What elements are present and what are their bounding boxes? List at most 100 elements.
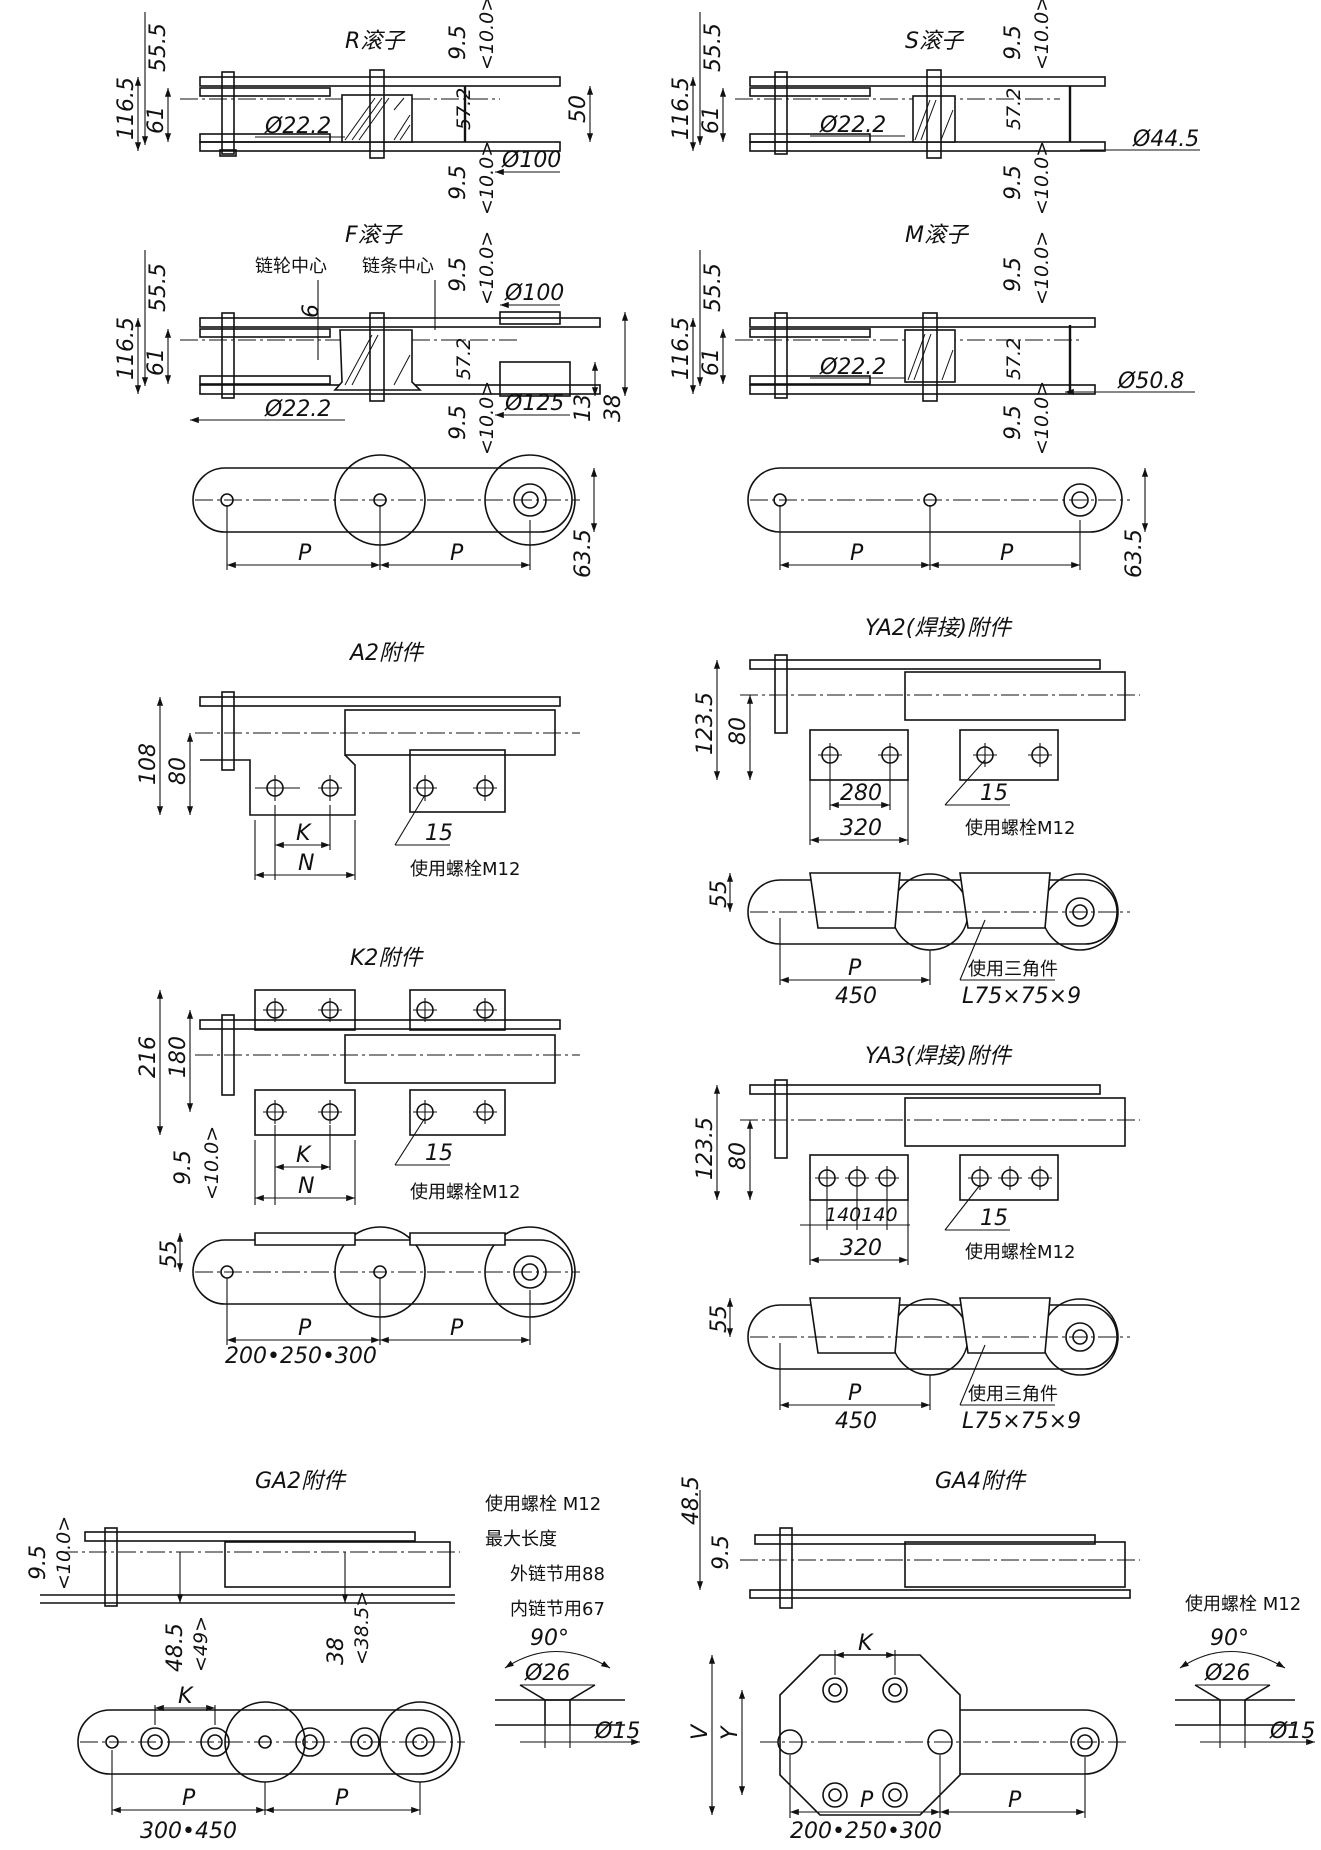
dim-55: 55 — [707, 1305, 732, 1333]
view-title: K2附件 — [350, 946, 424, 971]
view-f-roller: F滚子 链轮中心 链条中心 55.5 116.5 61 6 Ø22.2 9.5 … — [114, 223, 629, 455]
dim-pitch-value: 450 — [835, 984, 877, 1009]
dim-10-top: <10.0> — [476, 0, 498, 70]
dim-hole-15: 15 — [425, 821, 453, 846]
dim-48-5: 48.5 — [163, 1623, 188, 1672]
view-ga4-attachment: GA4附件 48.5 9.5 K V Y P P 200•250•30 — [679, 1469, 1315, 1844]
view-a2-attachment: A2附件 108 80 K N 15 使用螺栓M12 — [136, 641, 580, 880]
view-r-roller: R滚子 55.5 116.5 61 Ø22.2 9.5 <10.0> 57.2 … — [114, 0, 594, 215]
dim-49: <49> — [190, 1616, 212, 1672]
dim-38: 38 — [601, 394, 626, 422]
inner-plate-bottom — [199, 133, 331, 143]
detail-dia-26: Ø26 — [1204, 1661, 1250, 1686]
dim-pitch-values: 200•250•300 — [225, 1344, 377, 1369]
note-bolt: 使用螺栓 M12 — [485, 1494, 601, 1515]
dim-10-top: <10.0> — [1031, 0, 1053, 70]
label-sprocket-center: 链轮中心 — [255, 256, 327, 277]
countersink-detail: 90° Ø26 Ø15 — [1175, 1626, 1315, 1748]
dim-55: 55 — [707, 880, 732, 908]
dim-roller-dia: Ø100 — [501, 148, 561, 173]
dim-pitch-1: P — [860, 1788, 874, 1813]
dim-pitch-values: 300•450 — [140, 1819, 237, 1844]
detail-dia-26: Ø26 — [524, 1661, 570, 1686]
view-title: R滚子 — [345, 29, 406, 54]
roller-pin — [369, 69, 385, 159]
dim-61: 61 — [144, 348, 169, 376]
dim-pitch-1: P — [298, 541, 312, 566]
dim-hole-15: 15 — [980, 1206, 1008, 1231]
dim-pitch-1: P — [850, 541, 864, 566]
dim-216: 216 — [136, 1036, 161, 1078]
note-bolt: 使用螺栓M12 — [965, 818, 1075, 839]
view-title: YA3(焊接)附件 — [865, 1044, 1013, 1069]
dim-10-top: <10.0> — [476, 231, 498, 305]
dim-180: 180 — [166, 1036, 191, 1078]
inner-plate-top — [199, 87, 331, 97]
dim-pitch-2: P — [1000, 541, 1014, 566]
dim-pitch: P — [848, 1381, 862, 1406]
dim-10: <10.0> — [53, 1516, 75, 1590]
dim-55-5: 55.5 — [146, 23, 171, 72]
dim-10: <10.0> — [201, 1126, 223, 1200]
dim-116-5: 116.5 — [669, 77, 694, 140]
dim-pitch-2: P — [450, 541, 464, 566]
dim-123-5: 123.5 — [693, 692, 718, 755]
label-chain-center: 链条中心 — [362, 256, 434, 277]
dim-roller-dia: Ø44.5 — [1132, 127, 1199, 152]
dim-y: Y — [718, 1725, 743, 1740]
dim-pitch-1: P — [182, 1786, 196, 1811]
dim-9-5-top: 9.5 — [1001, 257, 1026, 292]
view-s-roller: S滚子 55.5 116.5 61 Ø22.2 9.5 <10.0> 57.2 … — [669, 0, 1200, 215]
dim-9-5-bottom: 9.5 — [1001, 165, 1026, 200]
view-title: S滚子 — [905, 29, 965, 54]
dim-38: 38 — [324, 1637, 349, 1665]
note-angle: 使用三角件 — [968, 1384, 1058, 1405]
dim-pin-dia: Ø22.2 — [264, 397, 331, 422]
dim-pitch-1: P — [298, 1316, 312, 1341]
dim-10-bottom: <10.0> — [1031, 141, 1053, 215]
dim-57-2: 57.2 — [1003, 88, 1025, 130]
dim-80: 80 — [166, 757, 191, 785]
dim-9-5-top: 9.5 — [446, 25, 471, 60]
note-bolt: 使用螺栓M12 — [410, 1182, 520, 1203]
dim-9-5: 9.5 — [26, 1545, 51, 1580]
dim-n: N — [298, 1174, 314, 1199]
view-title: M滚子 — [905, 223, 970, 248]
view-plan-left: P P 63.5 — [192, 454, 598, 578]
dim-9-5-bottom: 9.5 — [1001, 405, 1026, 440]
note-outer-link: 外链节用88 — [510, 1564, 605, 1585]
note-bolt: 使用螺栓 M12 — [1185, 1594, 1301, 1615]
dim-116-5: 116.5 — [114, 77, 139, 140]
view-m-roller: M滚子 55.5 116.5 61 Ø22.2 9.5 <10.0> 57.2 … — [669, 223, 1195, 455]
dim-61: 61 — [144, 106, 169, 134]
dim-9-5: 9.5 — [709, 1535, 734, 1570]
angle-spec: L75×75×9 — [962, 984, 1081, 1009]
view-plan-right: P P 63.5 — [747, 467, 1149, 578]
dim-10-bottom: <10.0> — [476, 381, 498, 455]
dim-55: 55 — [157, 1240, 182, 1268]
dim-55-5: 55.5 — [701, 263, 726, 312]
pin-nut — [219, 149, 237, 157]
view-title: F滚子 — [345, 223, 404, 248]
dim-pitch: P — [848, 956, 862, 981]
view-title: A2附件 — [348, 641, 425, 666]
note-angle: 使用三角件 — [968, 959, 1058, 980]
dim-116-5: 116.5 — [669, 317, 694, 380]
dim-9-5-bottom: 9.5 — [446, 165, 471, 200]
dim-hole-15: 15 — [980, 781, 1008, 806]
roller-section — [912, 95, 956, 143]
dim-pitch-2: P — [450, 1316, 464, 1341]
dim-9-5: 9.5 — [171, 1150, 196, 1185]
dim-10-top: <10.0> — [1031, 231, 1053, 305]
dim-50: 50 — [566, 95, 591, 123]
outer-plate-top — [199, 76, 561, 87]
dim-k: K — [296, 821, 312, 846]
dim-k: K — [858, 1631, 874, 1656]
dim-k: K — [178, 1684, 194, 1709]
note-max-length: 最大长度 — [485, 1529, 557, 1550]
dim-63-5: 63.5 — [571, 529, 596, 578]
view-title: GA2附件 — [255, 1469, 347, 1494]
detail-dia-15: Ø15 — [1269, 1719, 1315, 1744]
angle-spec: L75×75×9 — [962, 1409, 1081, 1434]
dim-280: 280 — [840, 781, 882, 806]
